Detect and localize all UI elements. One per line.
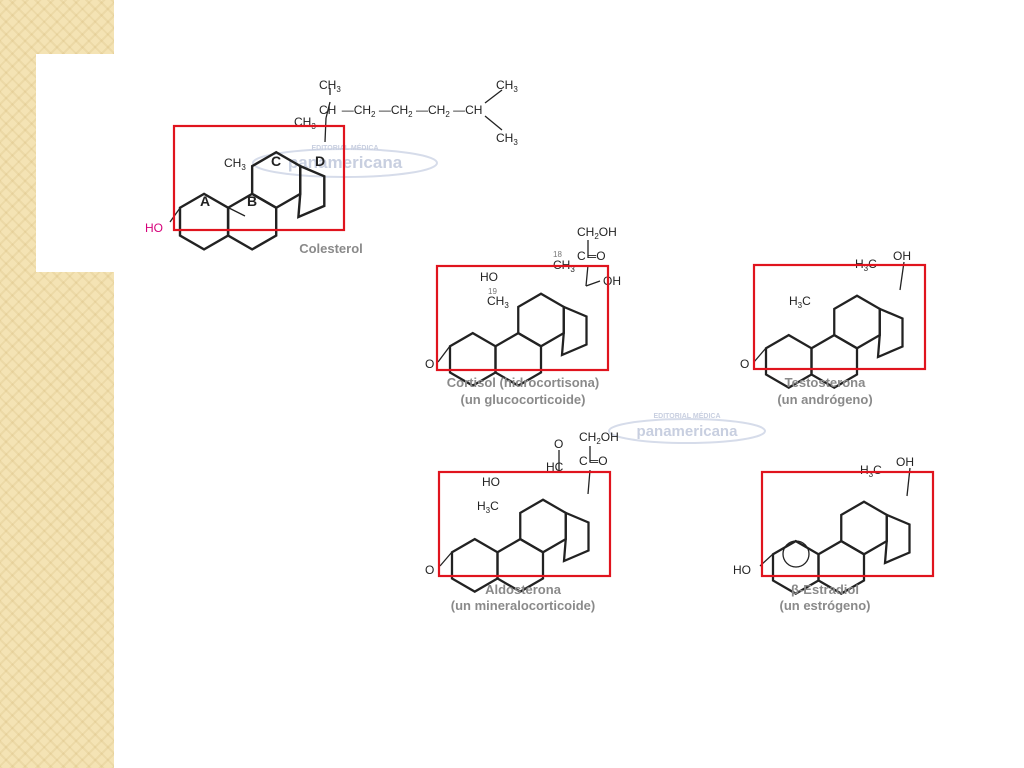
estradiol-label-line2: (un estrógeno) [780, 598, 871, 613]
aldosterona-label-line1: Aldosterona [485, 582, 562, 597]
cortisol-carbon-18: 18 [553, 250, 562, 259]
cortisol-carbon-19: 19 [488, 287, 497, 296]
cortisol-label-line1: Cortisol (hidrocortisona) [447, 375, 599, 390]
aldosterona-h3c: H3C [477, 499, 499, 515]
testosterona-structure: OH H3C H3C O Testosterona (un andrógeno) [740, 249, 927, 407]
testosterona-h3c-19: H3C [789, 294, 811, 310]
aldosterona-highlight-box [437, 470, 612, 578]
estradiol-h3c: H3C [860, 463, 882, 479]
svg-text:panamericana: panamericana [288, 153, 403, 172]
estradiol-label-line1: β-Estradiol [791, 582, 859, 597]
cortisol-ketone-o: O [425, 357, 434, 371]
aldosterona-hc-aldehyde: HC [546, 460, 564, 474]
watermark-middle: EDITORIAL MÉDICA panamericana [608, 411, 766, 444]
aldosterona-ch2oh: CH2OH [579, 430, 619, 446]
svg-text:EDITORIAL MÉDICA: EDITORIAL MÉDICA [653, 411, 720, 420]
cortisol-highlight-box [435, 264, 610, 372]
ring-label-b: B [247, 193, 257, 209]
colesterol-ch3-18: CH3 [294, 115, 316, 131]
colesterol-side-chain: CH —CH2 —CH2 —CH2 —CH [319, 103, 482, 120]
ring-label-a: A [200, 193, 210, 209]
aldosterona-ho-group: HO [482, 475, 500, 489]
colesterol-terminal-ch3-bottom: CH3 [496, 131, 518, 147]
cortisol-structure: HO OH O C═O CH2OH CH3 CH3 18 19 Cortisol… [425, 225, 621, 407]
cortisol-label-line2: (un glucocorticoide) [461, 392, 586, 407]
colesterol-ho-group: HO [145, 221, 163, 235]
estradiol-ho-group: HO [733, 563, 751, 577]
testosterona-label-line1: Testosterona [785, 375, 866, 390]
colesterol-terminal-ch3-top: CH3 [496, 78, 518, 94]
testosterona-ketone-o: O [740, 357, 749, 371]
cortisol-ho-group: HO [480, 270, 498, 284]
aldosterona-label-line2: (un mineralocorticoide) [451, 598, 595, 613]
testosterona-highlight-box [752, 263, 927, 371]
estradiol-highlight-box [760, 470, 935, 578]
cortisol-oh-group: OH [603, 274, 621, 288]
testosterona-label-line2: (un andrógeno) [777, 392, 872, 407]
ring-label-c: C [271, 153, 281, 169]
colesterol-side-ch3: CH3 [319, 78, 341, 94]
cortisol-carbonyl: C═O [577, 249, 606, 263]
decorative-white-card [36, 54, 116, 272]
colesterol-ch3-19: CH3 [224, 156, 246, 172]
testosterona-oh-group: OH [893, 249, 911, 263]
aldosterona-ketone-o: O [425, 563, 434, 577]
aldosterona-aldehyde-o: O [554, 437, 563, 451]
svg-text:panamericana: panamericana [637, 423, 739, 440]
colesterol-structure: A B C D CH3 CH3 HO CH3 CH —CH2 —CH2 —CH2… [145, 78, 518, 256]
cortisol-ch3-19: CH3 [487, 294, 509, 310]
estradiol-structure: OH H3C HO β-Estradiol (un estrógeno) [733, 455, 935, 613]
aldosterona-structure: HO HC O C═O CH2OH H3C O Aldosterona (un … [425, 430, 619, 613]
ring-label-d: D [315, 153, 325, 169]
estradiol-oh-group: OH [896, 455, 914, 469]
aldosterona-carbonyl: C═O [579, 454, 608, 468]
colesterol-label: Colesterol [299, 241, 363, 256]
colesterol-highlight-box [172, 124, 346, 232]
cortisol-ch2oh: CH2OH [577, 225, 617, 241]
